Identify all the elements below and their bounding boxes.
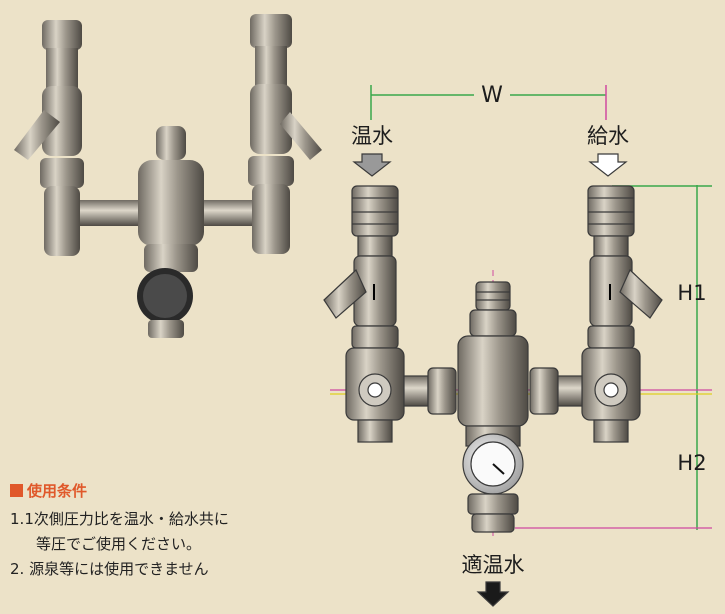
supply-water-label: 給水 [587, 124, 629, 148]
condition-text: 1次側圧力比を温水・給水共に [24, 510, 229, 528]
hot-water-inlet-arrow [352, 153, 392, 177]
mixed-water-label: 適温水 [462, 553, 525, 577]
condition-number: 2. [10, 560, 25, 578]
heading-square-icon [10, 484, 23, 497]
mixed-water-outlet-arrow [476, 581, 510, 607]
usage-conditions-title: 使用条件 [27, 482, 88, 500]
condition-item-2: 2. 源泉等には使用できません [10, 557, 370, 582]
height-2-label: H2 [677, 451, 706, 475]
condition-item-1: 1.1次側圧力比を温水・給水共に [10, 507, 370, 532]
usage-conditions-heading: 使用条件 [10, 480, 370, 501]
valve-drawing [323, 153, 663, 607]
condition-number: 1. [10, 510, 25, 528]
usage-conditions: 使用条件 1.1次側圧力比を温水・給水共に 等圧でご使用ください。 2. 源泉等… [10, 480, 370, 582]
height-1-label: H1 [677, 281, 706, 305]
condition-item-1-continued: 等圧でご使用ください。 [36, 535, 202, 553]
product-photo [14, 14, 322, 338]
width-dimension-label: W [481, 83, 503, 108]
hot-water-label: 温水 [351, 124, 393, 148]
supply-water-inlet-arrow [588, 153, 628, 177]
condition-text: 源泉等には使用できません [29, 560, 209, 578]
